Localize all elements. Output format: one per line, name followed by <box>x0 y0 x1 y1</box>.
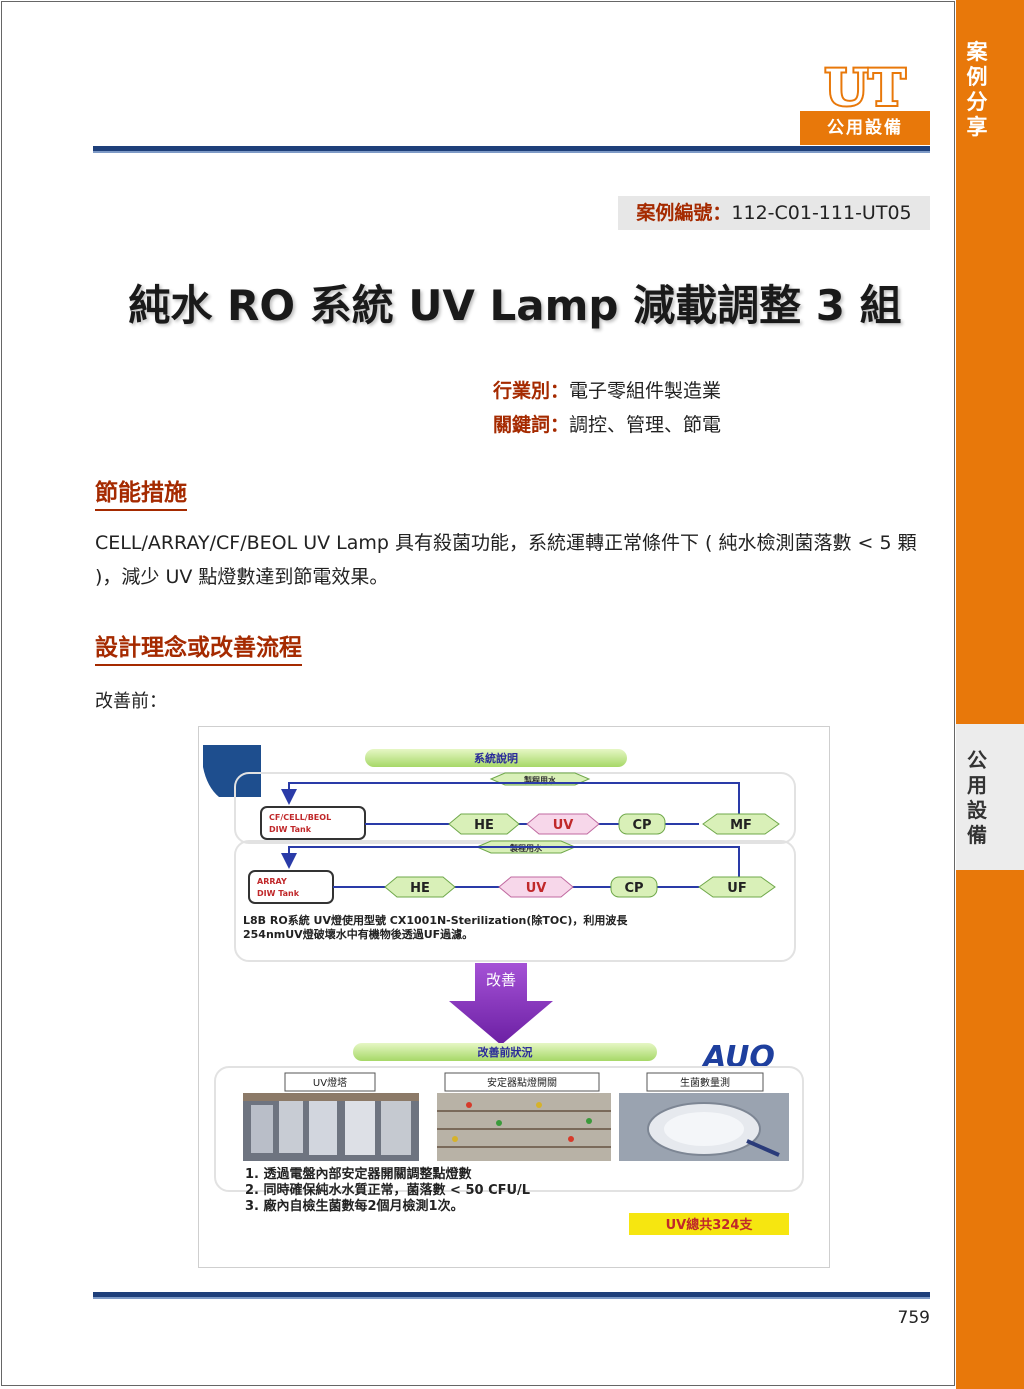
auo-logo: AUO <box>701 1040 775 1075</box>
page-title: 純水 RO 系統 UV Lamp 減載調整 3 組 <box>128 281 902 330</box>
tank-1 <box>260 806 366 840</box>
before-label: 改善前： <box>95 691 167 712</box>
node-cp-1-label: CP <box>632 818 651 833</box>
photo-label-box-1 <box>284 1072 376 1092</box>
step-2: 2. 同時確保純水水質正常，菌落數 < 50 CFU/L <box>245 1182 530 1198</box>
diagram-desc-line-2: 254nmUV燈破壞水中有機物後透過UF過濾。 <box>243 927 473 941</box>
page-number: 759 <box>897 1308 930 1328</box>
tank-1-label-b: DIW Tank <box>269 825 312 834</box>
node-uv-1-label: UV <box>553 818 574 833</box>
diagram-desc-line-1: L8B RO系統 UV燈使用型號 CX1001N-Sterilization(除… <box>243 913 628 927</box>
photo-label-box-3 <box>646 1072 764 1092</box>
corner-logo-shape <box>203 745 261 797</box>
side-tab-section-label: 公用設備 <box>967 748 987 847</box>
node-uv-2-label: UV <box>526 881 547 896</box>
photo-ballast-switch <box>437 1093 611 1161</box>
node-cp-2 <box>610 876 658 898</box>
case-number: 案例編號：112-C01-111-UT05 <box>618 196 930 230</box>
photo-label-2: 安定器點燈開關 <box>487 1076 557 1089</box>
node-uv-2 <box>498 876 574 898</box>
photo-uv-tower <box>243 1093 419 1161</box>
node-cp-2-label: CP <box>624 881 643 896</box>
ut-logo: UT <box>823 63 908 109</box>
keywords-value: 調控、管理、節電 <box>569 414 722 436</box>
node-he-2-label: HE <box>410 881 430 896</box>
node-uf-label: UF <box>727 881 746 896</box>
node-mf <box>702 813 780 835</box>
system-banner <box>365 749 627 767</box>
total-badge-text: UV總共324支 <box>666 1217 754 1233</box>
before-diagram: 系統說明 製程用水 製程用水 CF/CELL/BEOL DIW Tank ARR… <box>198 726 830 1268</box>
measure-text: CELL/ARRAY/CF/BEOL UV Lamp 具有殺菌功能，系統運轉正常… <box>95 532 917 588</box>
node-uf <box>698 876 776 898</box>
status-banner <box>353 1043 657 1061</box>
node-he-1 <box>448 813 520 835</box>
section-heading-design: 設計理念或改善流程 <box>95 628 302 666</box>
improve-arrow-label: 改善 <box>486 971 516 989</box>
header-rule <box>93 146 930 153</box>
tank-2-label-a: ARRAY <box>257 877 287 886</box>
node-he-1-label: HE <box>474 818 494 833</box>
logo-badge: 公用設備 <box>800 111 930 145</box>
node-mf-label: MF <box>730 818 752 833</box>
keywords-row: 關鍵詞：調控、管理、節電 <box>493 410 721 437</box>
loop-line-1 <box>281 782 740 820</box>
photo-label-box-2 <box>444 1072 600 1092</box>
logo-text: UT <box>825 63 906 109</box>
case-number-label: 案例編號： <box>636 202 732 224</box>
photo-label-1: UV燈塔 <box>313 1076 347 1089</box>
side-tab-case-sharing: 案例分享 <box>966 40 988 139</box>
loop-line-2 <box>281 846 740 883</box>
industry-value: 電子零組件製造業 <box>569 380 722 402</box>
keywords-label: 關鍵詞： <box>493 414 570 436</box>
step-1: 1. 透過電盤內部安定器開關調整點燈數 <box>245 1166 472 1182</box>
system-banner-text: 系統說明 <box>474 751 518 765</box>
side-tab-bar <box>956 0 1024 1389</box>
process-water-label-1: 製程用水 <box>523 775 557 785</box>
node-uv-1 <box>526 813 600 835</box>
footer-rule <box>93 1292 930 1299</box>
side-tab-section <box>956 724 1024 870</box>
status-banner-text: 改善前狀況 <box>478 1045 533 1059</box>
case-number-value: 112-C01-111-UT05 <box>731 202 912 224</box>
industry-label: 行業別： <box>493 380 570 402</box>
tank-1-label-a: CF/CELL/BEOL <box>269 813 331 822</box>
photo-label-3: 生菌數量測 <box>680 1076 730 1089</box>
node-he-2 <box>384 876 456 898</box>
status-panel <box>214 1066 804 1192</box>
tank-2 <box>248 870 334 904</box>
total-badge <box>629 1213 789 1235</box>
page-border <box>1 1 955 1386</box>
tank-2-label-b: DIW Tank <box>257 889 300 898</box>
section-heading-measure: 節能措施 <box>95 473 187 511</box>
industry-row: 行業別：電子零組件製造業 <box>493 376 721 403</box>
step-3: 3. 廠內自檢生菌數每2個月檢測1次。 <box>245 1198 464 1214</box>
node-cp-1 <box>618 813 666 835</box>
photo-bacteria-test <box>619 1093 789 1161</box>
improve-arrow <box>449 963 553 1045</box>
diagram-canvas: 系統說明 製程用水 製程用水 CF/CELL/BEOL DIW Tank ARR… <box>203 745 804 1235</box>
